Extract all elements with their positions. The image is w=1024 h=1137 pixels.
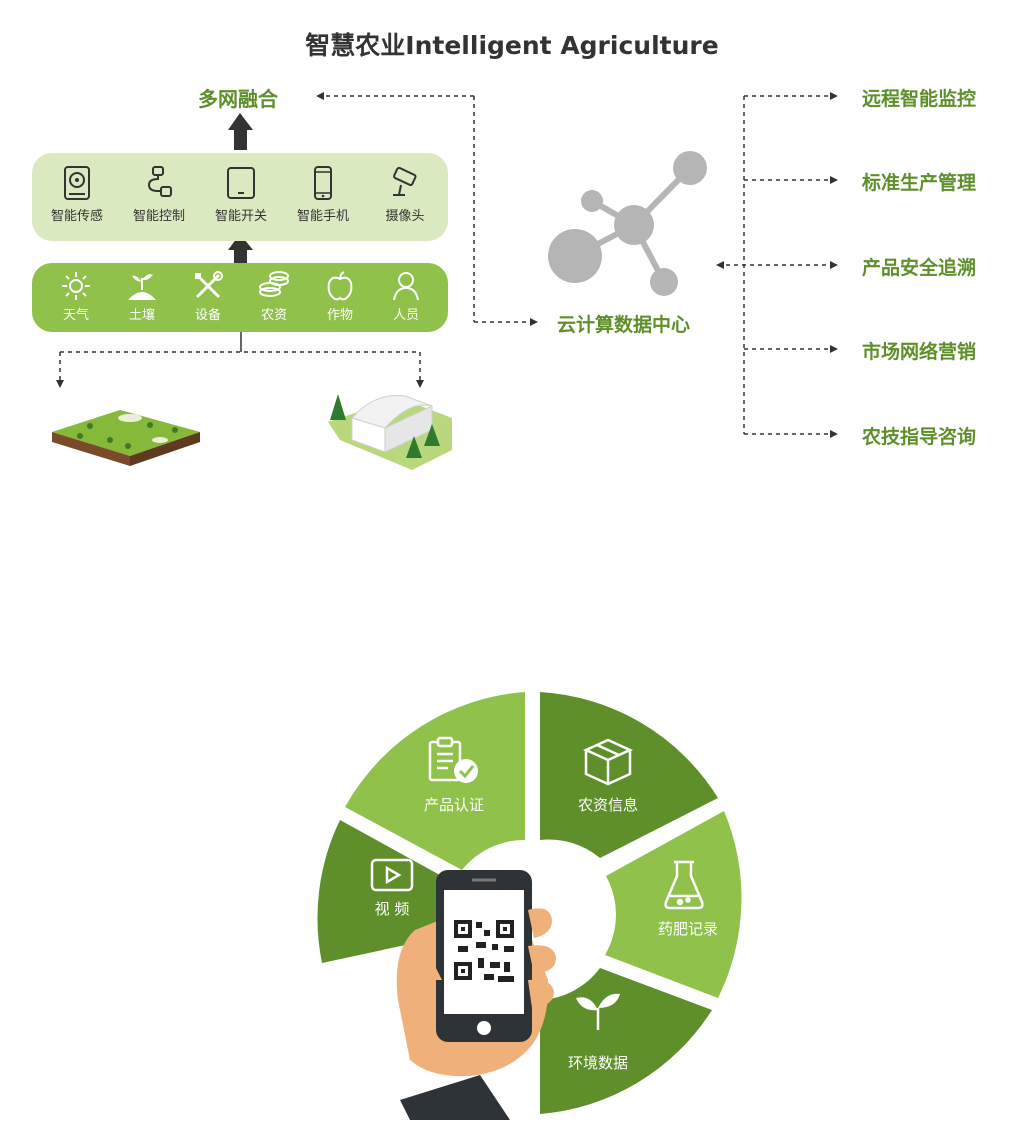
coins-icon [259,271,289,297]
multi-network-label: 多网融合 [198,87,278,111]
service-item[interactable]: 产品安全追溯 [862,257,977,279]
cloud-center-label: 云计算数据中心 [557,314,691,336]
person-icon [393,272,419,301]
wheel-label-video: 视 频 [375,900,410,918]
cable-connector-icon [147,166,172,197]
cloud-link-lines [318,95,830,435]
checklist-icon [428,736,478,783]
qr-code-icon [454,920,514,982]
factor-item[interactable]: 人员 [378,270,434,323]
factor-label: 人员 [392,308,419,323]
service-item[interactable]: 远程智能监控 [862,88,977,110]
device-item[interactable]: 智能控制 [124,165,194,224]
camera-icon [393,166,417,196]
factor-item[interactable]: 农资 [246,270,302,323]
device-label: 智能传感 [50,209,103,224]
sprout-soil-icon [128,274,156,300]
hand-with-phone-icon [396,870,556,1120]
leaf-sprout-icon [576,993,620,1031]
apple-icon [327,271,353,301]
flask-icon [664,860,704,910]
page-title: 智慧农业Intelligent Agriculture [305,31,719,60]
tablet-icon [227,167,255,199]
wheel-label-environment: 环境数据 [568,1054,628,1072]
smartphone-icon [314,166,332,200]
sun-icon [62,272,90,300]
device-label: 智能开关 [214,209,267,224]
factor-item[interactable]: 设备 [180,270,236,323]
factor-item[interactable]: 土壤 [114,270,170,323]
factor-label: 土壤 [128,308,155,323]
device-item[interactable]: 智能传感 [42,165,112,224]
farmland-icon [52,410,200,466]
device-item[interactable]: 智能开关 [206,165,276,224]
field-branch-lines [59,332,421,380]
factor-panel: 天气 土壤 设备 农资 作物 [32,263,448,332]
cloud-hub-icon [548,151,707,296]
wheel-label-pesticide-record: 药肥记录 [658,920,718,938]
factor-label: 农资 [260,308,287,323]
device-label: 智能手机 [296,209,349,224]
hard-drive-icon [64,166,90,200]
greenhouse-icon [328,394,452,470]
service-item[interactable]: 标准生产管理 [862,172,977,194]
device-item[interactable]: 摄像头 [370,165,440,224]
device-item[interactable]: 智能手机 [288,165,358,224]
box-icon [582,738,634,786]
wheel-segment-pesticide-record [605,811,742,998]
device-label: 摄像头 [385,209,425,224]
device-panel: 智能传感 智能控制 智能开关 智能手机 摄像头 [32,153,448,241]
factor-item[interactable]: 天气 [48,270,104,323]
connector-lines [52,92,838,470]
video-play-icon [370,858,414,892]
up-arrow-middle [228,234,253,266]
tools-icon [195,271,223,299]
device-label: 智能控制 [132,209,185,224]
service-item[interactable]: 农技指导咨询 [862,426,977,448]
traceability-wheel: 产品认证 农资信息 药肥记录 环境数据 视 频 [317,692,742,1120]
service-item[interactable]: 市场网络营销 [862,341,977,363]
factor-label: 设备 [194,308,221,323]
factor-label: 天气 [62,308,89,323]
up-arrow-top [228,113,253,150]
wheel-label-product-cert: 产品认证 [424,796,484,814]
factor-label: 作物 [326,308,353,323]
wheel-label-inputs-info: 农资信息 [578,796,638,814]
wheel-segment-environment [540,968,712,1114]
factor-item[interactable]: 作物 [312,270,368,323]
